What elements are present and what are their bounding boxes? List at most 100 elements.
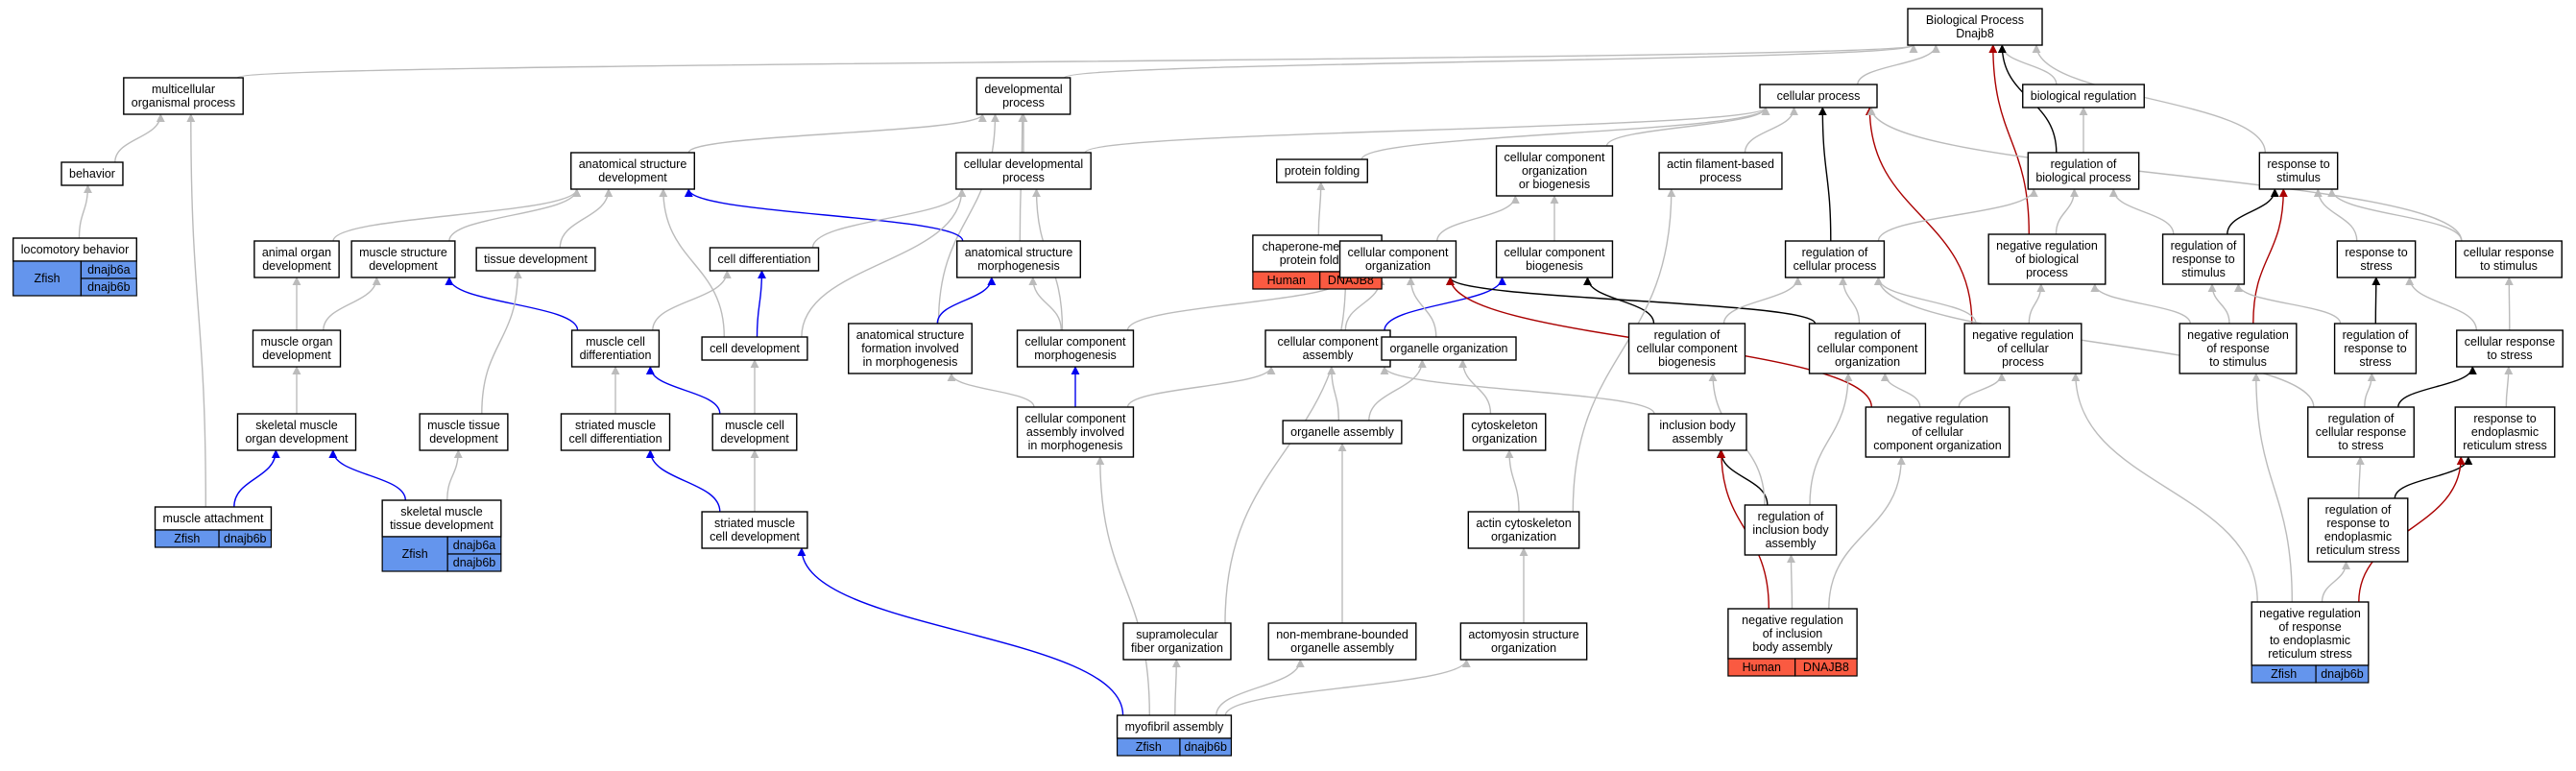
node-box[interactable] bbox=[1808, 323, 1927, 374]
node-box[interactable] bbox=[1462, 413, 1547, 451]
node-box[interactable] bbox=[1963, 323, 2082, 374]
node-box[interactable] bbox=[1727, 608, 1858, 660]
node-box[interactable] bbox=[154, 506, 273, 531]
node-box[interactable] bbox=[975, 77, 1071, 115]
node-box[interactable] bbox=[1264, 329, 1391, 368]
node-box[interactable] bbox=[2161, 233, 2246, 285]
node-box[interactable] bbox=[709, 247, 820, 272]
node-box[interactable] bbox=[253, 240, 340, 278]
node-box[interactable] bbox=[1116, 714, 1233, 739]
node-oo[interactable]: organelle organization bbox=[1381, 336, 1517, 361]
node-box[interactable] bbox=[381, 499, 502, 538]
node-box[interactable] bbox=[2454, 406, 2556, 458]
node-td[interactable]: tissue development bbox=[475, 247, 596, 272]
node-box[interactable] bbox=[701, 511, 808, 549]
node-box[interactable] bbox=[1459, 622, 1588, 661]
node-box[interactable] bbox=[711, 413, 798, 451]
node-oa[interactable]: organelle assembly bbox=[1282, 420, 1403, 445]
node-cd[interactable]: cell differentiation bbox=[709, 247, 820, 272]
node-br[interactable]: biological regulation bbox=[2022, 84, 2145, 108]
node-box[interactable] bbox=[1495, 240, 1614, 278]
node-box[interactable] bbox=[560, 413, 671, 451]
node-box[interactable] bbox=[570, 152, 695, 190]
node-box[interactable] bbox=[350, 240, 456, 278]
node-box[interactable] bbox=[1987, 233, 2107, 285]
node-cp[interactable]: cellular process bbox=[1759, 84, 1878, 108]
node-box[interactable] bbox=[123, 77, 244, 115]
node-box[interactable] bbox=[955, 152, 1092, 190]
gene-cell[interactable] bbox=[1794, 658, 1858, 677]
node-box[interactable] bbox=[1381, 336, 1517, 361]
node-box[interactable] bbox=[1907, 8, 2043, 46]
node-box[interactable] bbox=[60, 161, 124, 186]
node-box[interactable] bbox=[1759, 84, 1878, 108]
node-box[interactable] bbox=[570, 329, 661, 368]
node-box[interactable] bbox=[2179, 323, 2298, 374]
node-box[interactable] bbox=[1267, 622, 1417, 661]
node-box[interactable] bbox=[1865, 406, 2010, 458]
node-box[interactable] bbox=[956, 240, 1081, 278]
node-box[interactable] bbox=[1744, 504, 1838, 556]
node-box[interactable] bbox=[2307, 406, 2415, 458]
node-box[interactable] bbox=[1467, 511, 1580, 549]
node-box[interactable] bbox=[1784, 240, 1886, 278]
gene-cell[interactable] bbox=[80, 277, 137, 297]
node-box[interactable] bbox=[475, 247, 596, 272]
node-box[interactable] bbox=[1016, 406, 1135, 458]
node-box[interactable] bbox=[2258, 152, 2339, 190]
node-box[interactable] bbox=[2022, 84, 2145, 108]
node-beh[interactable]: behavior bbox=[60, 161, 124, 186]
node-box[interactable] bbox=[2455, 240, 2563, 278]
node-box[interactable] bbox=[1338, 240, 1457, 278]
node-box[interactable] bbox=[848, 323, 973, 374]
node-box[interactable] bbox=[701, 336, 808, 361]
node-box[interactable] bbox=[252, 329, 342, 368]
node-box[interactable] bbox=[2456, 329, 2564, 368]
